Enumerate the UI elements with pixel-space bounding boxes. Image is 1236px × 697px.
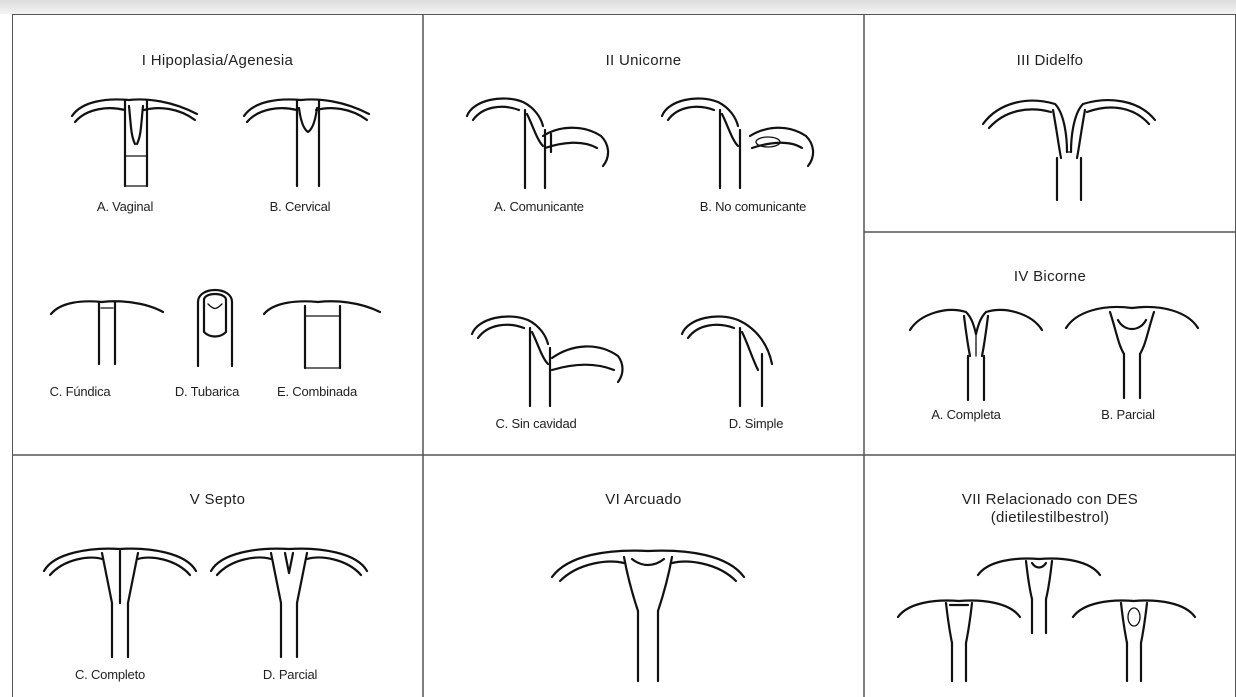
uterus-arcuado-figure <box>548 545 748 690</box>
panel-title: VI Arcuado <box>423 491 864 509</box>
top-gradient-bar <box>0 0 1236 14</box>
label-tubarica: D. Tubarica <box>175 384 239 399</box>
panel-title: IV Bicorne <box>864 268 1236 286</box>
label-completo: C. Completo <box>75 667 145 682</box>
label-sin-cavidad: C. Sin cavidad <box>495 416 576 431</box>
uterus-vaginal-figure <box>67 96 202 196</box>
des-uterus-left-figure <box>894 595 1024 690</box>
unicorne-comunicante-figure <box>463 96 623 201</box>
panel-arcuado: VI Arcuado <box>423 455 864 697</box>
des-uterus-right-figure <box>1069 595 1199 690</box>
label-parcial: B. Parcial <box>1101 407 1155 422</box>
uterus-tubarica-figure <box>190 282 240 377</box>
uterus-combinada-figure <box>260 294 385 379</box>
label-simple: D. Simple <box>729 416 784 431</box>
panel-title: I Hipoplasia/Agenesia <box>12 52 423 70</box>
panel-unicorne: II Unicorne A. Comunic <box>423 14 864 455</box>
panel-des: VII Relacionado con DES (dietilestilbest… <box>864 455 1236 697</box>
panel-title-line2: (dietilestilbestrol) <box>864 509 1236 527</box>
label-vaginal: A. Vaginal <box>97 199 153 214</box>
label-completa: A. Completa <box>931 407 1000 422</box>
panel-title: V Septo <box>12 491 423 509</box>
uterus-didelfo-figure <box>979 92 1159 207</box>
panel-septo: V Septo C. Completo D. Parcial <box>12 455 423 697</box>
panel-title-line1: VII Relacionado con DES <box>864 491 1236 509</box>
uterus-cervical-figure <box>239 96 374 196</box>
panel-didelfo: III Didelfo <box>864 14 1236 232</box>
panel-hipoplasia: I Hipoplasia/Agenesia A. Vaginal B. Cerv… <box>12 14 423 455</box>
label-no-comunicante: B. No comunicante <box>700 199 806 214</box>
unicorne-sin-cavidad-figure <box>468 314 633 419</box>
bicorne-completa-figure <box>906 302 1046 407</box>
panel-title: III Didelfo <box>864 52 1236 70</box>
label-cervical: B. Cervical <box>270 199 331 214</box>
label-combinada: E. Combinada <box>277 384 357 399</box>
septo-parcial-figure <box>207 543 372 668</box>
bicorne-parcial-figure <box>1062 300 1202 405</box>
label-comunicante: A. Comunicante <box>494 199 584 214</box>
label-septo-parcial: D. Parcial <box>263 667 317 682</box>
unicorne-simple-figure <box>678 314 798 419</box>
panel-bicorne: IV Bicorne A. Completa B. Parcial <box>864 232 1236 455</box>
panel-title: II Unicorne <box>423 52 864 70</box>
unicorne-no-comunicante-figure <box>658 96 823 201</box>
classification-grid: I Hipoplasia/Agenesia A. Vaginal B. Cerv… <box>12 14 1236 697</box>
label-fundica: C. Fúndica <box>50 384 111 399</box>
uterus-fundica-figure <box>47 294 167 379</box>
septo-completo-figure <box>40 543 200 668</box>
